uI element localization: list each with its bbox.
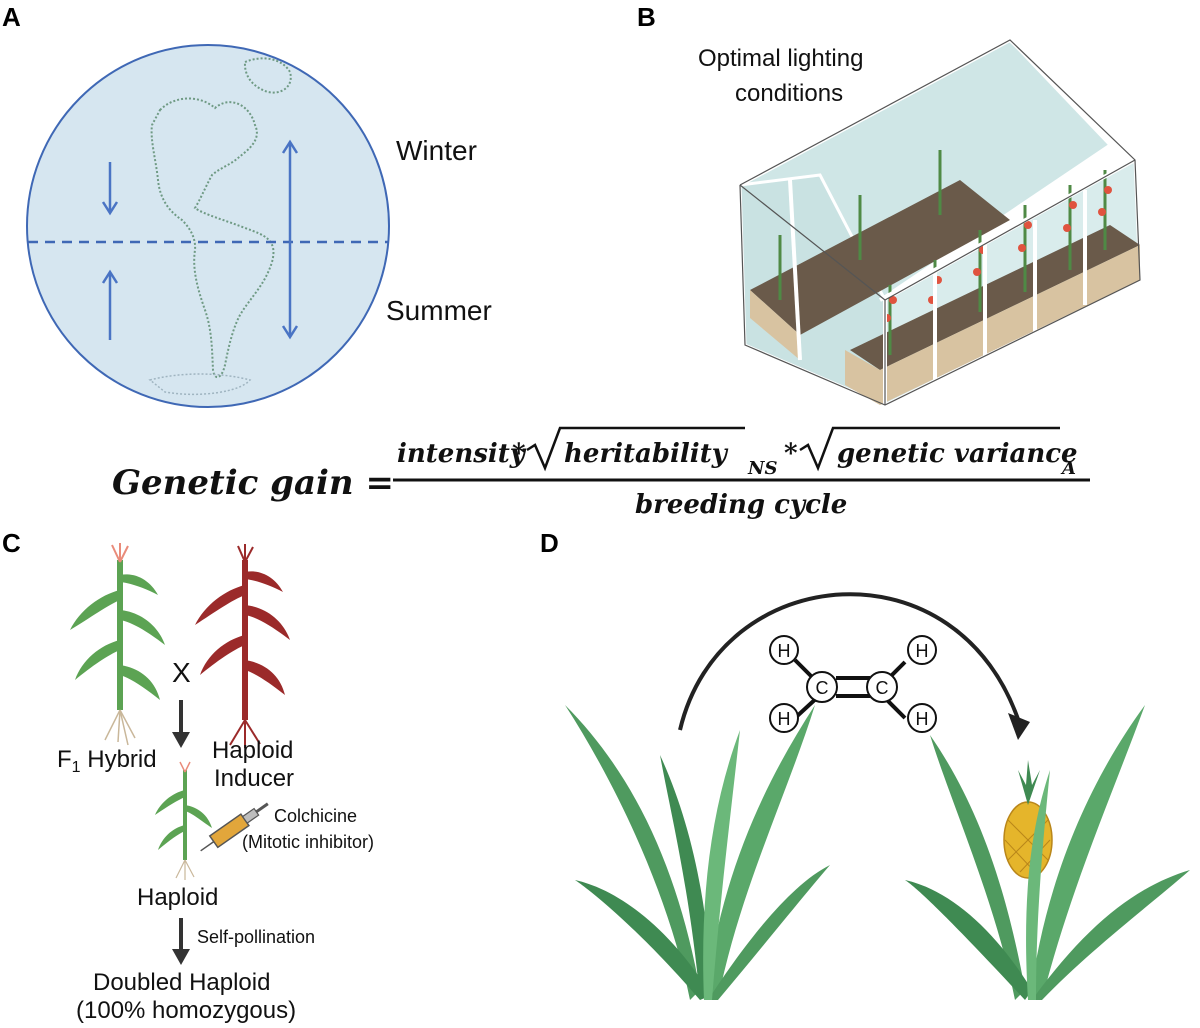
haploid-plant-icon bbox=[155, 761, 212, 880]
equation-heritability: heritability bbox=[564, 439, 729, 469]
globe bbox=[26, 44, 390, 408]
label-f1-hybrid: F1 Hybrid bbox=[57, 746, 157, 776]
caption-line-2: conditions bbox=[735, 80, 843, 107]
atom-h: H bbox=[916, 709, 929, 729]
label-colchicine-2: (Mitotic inhibitor) bbox=[242, 832, 374, 852]
label-colchicine-1: Colchicine bbox=[274, 806, 357, 826]
arrow-down-icon bbox=[172, 918, 190, 965]
sqrt-sign-heritability bbox=[526, 426, 745, 472]
atom-h: H bbox=[778, 709, 791, 729]
equation-lhs: Genetic gain = bbox=[112, 463, 394, 503]
ethylene-molecule-icon: H H H H C C bbox=[769, 635, 937, 733]
arrow-down-north bbox=[101, 162, 119, 216]
panel-d-letter: D bbox=[540, 528, 559, 558]
atom-c: C bbox=[816, 678, 829, 698]
caption-line-1: Optimal lighting bbox=[698, 45, 863, 72]
equation-denominator: breeding cycle bbox=[635, 490, 847, 520]
cross-symbol: X bbox=[172, 657, 191, 688]
equation-star-1: * bbox=[512, 439, 526, 469]
label-winter: Winter bbox=[396, 135, 477, 166]
antarctica-outline bbox=[148, 373, 252, 396]
pineapple-plant-with-fruit-icon bbox=[905, 705, 1190, 1000]
label-doubled-haploid-1: Doubled Haploid bbox=[93, 969, 270, 996]
double-arrow-vertical bbox=[281, 139, 299, 340]
label-doubled-haploid-2: (100% homozygous) bbox=[76, 997, 296, 1024]
atom-h: H bbox=[916, 641, 929, 661]
panel-a: A Winter Summer bbox=[2, 2, 492, 408]
panel-b-letter: B bbox=[637, 2, 656, 32]
f1-hybrid-plant-icon bbox=[70, 543, 165, 746]
label-summer: Summer bbox=[386, 295, 492, 326]
sqrt-sign-variance bbox=[799, 426, 1060, 472]
curved-arrow bbox=[678, 592, 1022, 731]
label-haploid-inducer-2: Inducer bbox=[214, 765, 294, 792]
equation-sub-a: A bbox=[1060, 458, 1076, 479]
label-haploid: Haploid bbox=[137, 884, 218, 911]
greenland-outline bbox=[243, 57, 292, 94]
panel-a-letter: A bbox=[2, 2, 21, 32]
curved-arrow-head-icon bbox=[1008, 713, 1030, 740]
atom-h: H bbox=[778, 641, 791, 661]
arrow-down-icon bbox=[172, 700, 190, 748]
equation-intensity: intensity bbox=[397, 439, 527, 469]
panel-d: D H H bbox=[540, 528, 1190, 1000]
panel-c-letter: C bbox=[2, 528, 21, 558]
arrow-up-south bbox=[101, 269, 119, 340]
syringe-icon bbox=[200, 802, 269, 852]
panel-c: C bbox=[2, 528, 374, 1024]
pineapple-plant-icon bbox=[565, 705, 830, 1000]
panel-b: B Optimal lighting conditions bbox=[637, 2, 1142, 408]
equation-sub-ns: NS bbox=[747, 458, 777, 479]
genetic-gain-equation: Genetic gain = intensity * heritability … bbox=[112, 426, 1090, 520]
equation-star-2: * bbox=[784, 439, 798, 469]
greenhouse bbox=[737, 37, 1142, 408]
label-haploid-inducer-1: Haploid bbox=[212, 737, 293, 764]
haploid-inducer-plant-icon bbox=[195, 544, 290, 748]
equation-genetic-variance: genetic variance bbox=[837, 439, 1078, 469]
label-self-pollination: Self-pollination bbox=[197, 927, 315, 947]
atom-c: C bbox=[876, 678, 889, 698]
americas-outline bbox=[150, 97, 275, 379]
